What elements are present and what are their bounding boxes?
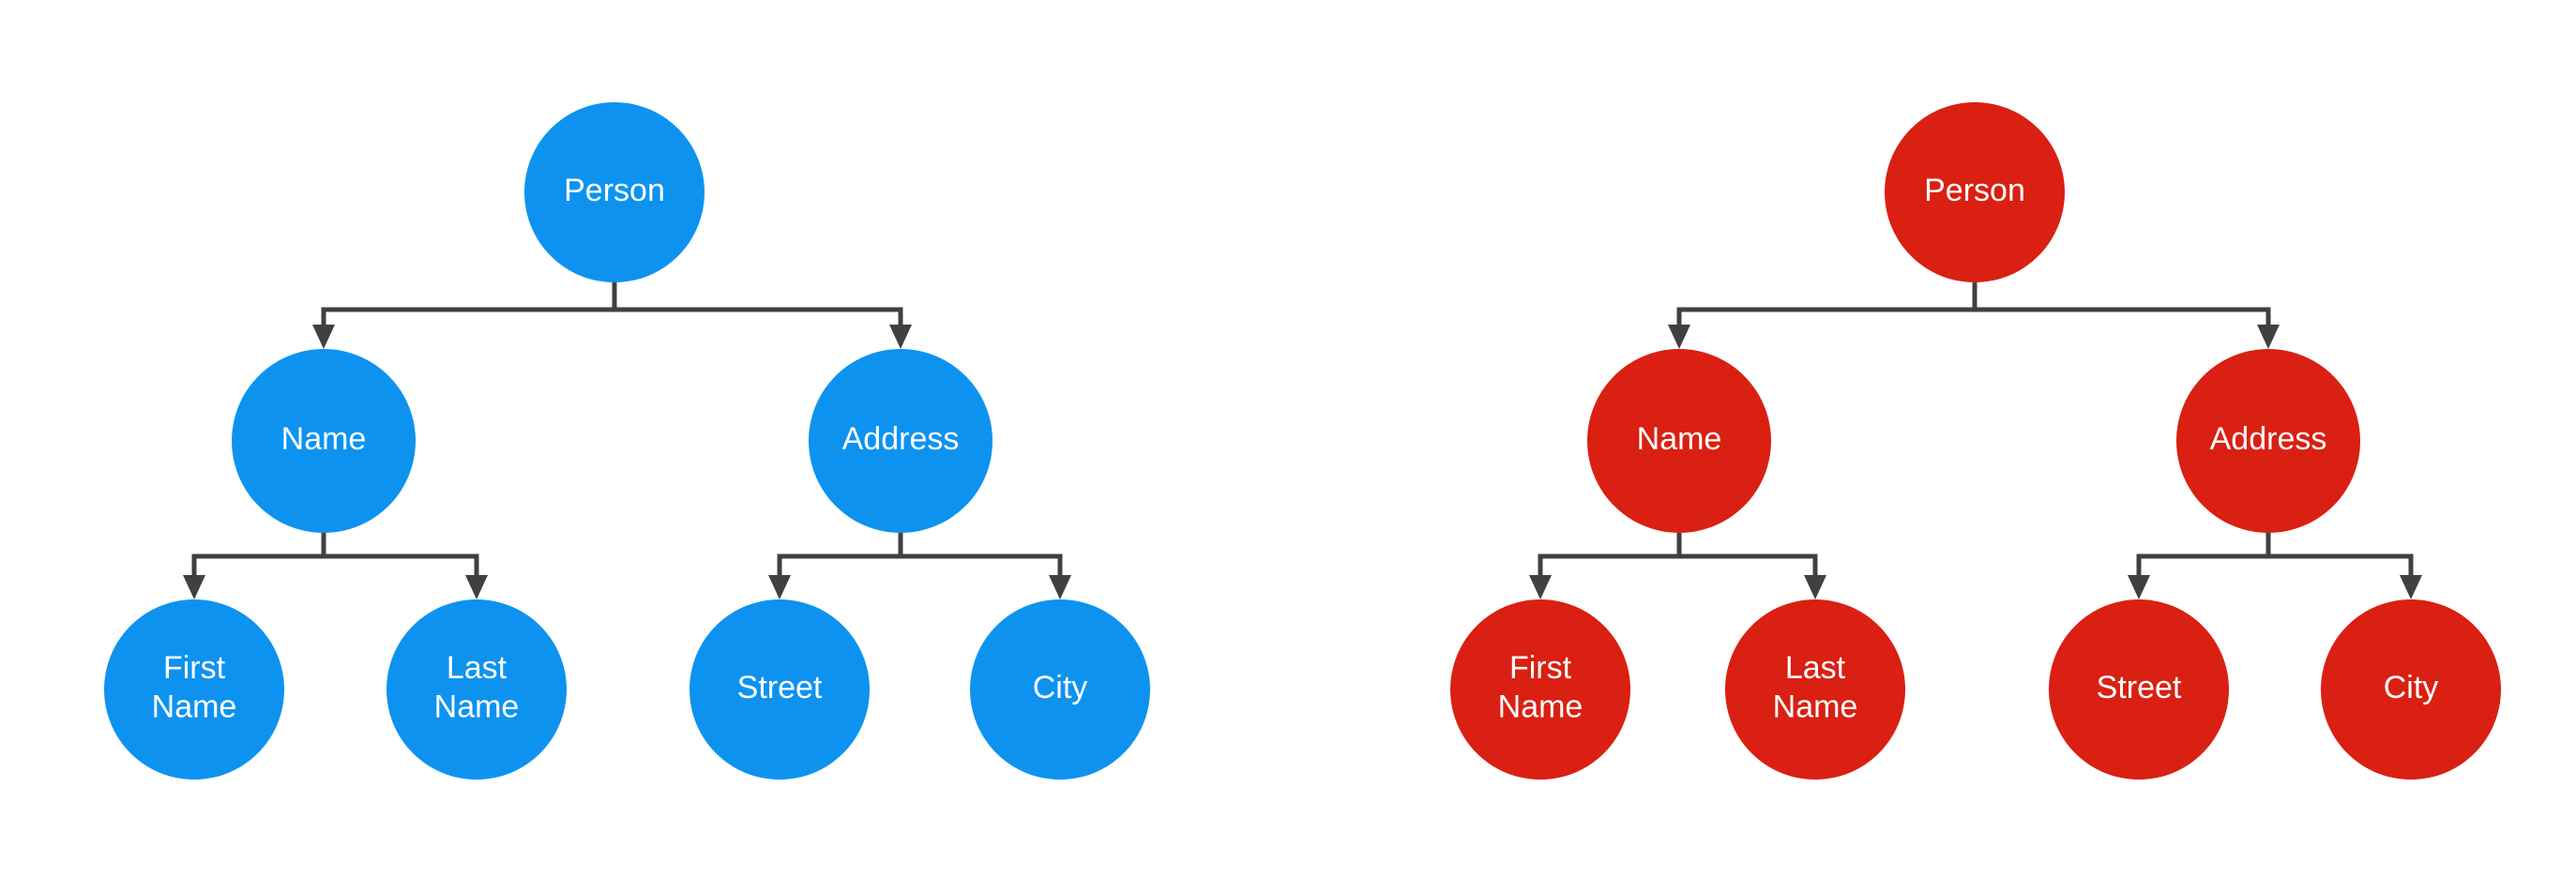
node-circle[interactable]: [524, 102, 705, 282]
tree-node-red-tree-city[interactable]: City: [2321, 599, 2501, 780]
connector-arrow: [1804, 556, 1826, 599]
node-label: First: [163, 650, 226, 686]
node-circle[interactable]: [1450, 599, 1630, 780]
node-label: City: [2384, 670, 2439, 705]
connector-arrow: [465, 556, 488, 599]
connector-red-tree-2: [2128, 533, 2422, 599]
connector-arrow: [2400, 556, 2422, 599]
arrowhead-icon: [2128, 575, 2150, 599]
node-label: Address: [842, 421, 960, 457]
arrowhead-icon: [2257, 325, 2280, 349]
node-label: Person: [1924, 173, 2025, 208]
edges-layer: [183, 282, 2422, 599]
connector-blue-tree-1: [183, 533, 488, 599]
node-circle[interactable]: [232, 349, 416, 533]
arrowhead-icon: [1668, 325, 1690, 349]
connector-arrow: [768, 556, 791, 599]
tree-node-blue-tree-address[interactable]: Address: [809, 349, 993, 533]
arrowhead-icon: [768, 575, 791, 599]
arrowhead-icon: [183, 575, 205, 599]
node-label: Street: [737, 670, 823, 705]
connector-arrow: [312, 310, 335, 349]
node-circle[interactable]: [2176, 349, 2360, 533]
connector-arrow: [2257, 310, 2280, 349]
connector-arrow: [1529, 556, 1552, 599]
node-label: Name: [152, 690, 237, 725]
connector-blue-tree-0: [312, 282, 912, 349]
node-label: Person: [564, 173, 665, 208]
tree-node-red-tree-street[interactable]: Street: [2049, 599, 2229, 780]
node-label: Name: [434, 690, 520, 725]
arrowhead-icon: [889, 325, 912, 349]
arrowhead-icon: [2400, 575, 2422, 599]
node-label: Last: [447, 650, 508, 686]
tree-node-blue-tree-name[interactable]: Name: [232, 349, 416, 533]
node-circle[interactable]: [1587, 349, 1771, 533]
connector-red-tree-1: [1529, 533, 1826, 599]
edge-group-blue-tree: [183, 282, 1071, 599]
node-label: Street: [2097, 670, 2182, 705]
node-circle[interactable]: [1885, 102, 2065, 282]
node-circle[interactable]: [689, 599, 870, 780]
connector-arrow: [1049, 556, 1071, 599]
node-circle[interactable]: [386, 599, 567, 780]
connector-arrow: [183, 556, 205, 599]
edge-group-red-tree: [1529, 282, 2422, 599]
arrowhead-icon: [465, 575, 488, 599]
arrowhead-icon: [1049, 575, 1071, 599]
tree-node-red-tree-person[interactable]: Person: [1885, 102, 2065, 282]
node-circle[interactable]: [2049, 599, 2229, 780]
node-circle[interactable]: [2321, 599, 2501, 780]
arrowhead-icon: [1529, 575, 1552, 599]
connector-blue-tree-2: [768, 533, 1071, 599]
arrowhead-icon: [312, 325, 335, 349]
tree-node-red-tree-name[interactable]: Name: [1587, 349, 1771, 533]
tree-node-blue-tree-city[interactable]: City: [970, 599, 1150, 780]
arrowhead-icon: [1804, 575, 1826, 599]
node-circle[interactable]: [809, 349, 993, 533]
node-circle[interactable]: [1725, 599, 1905, 780]
node-label: City: [1033, 670, 1088, 705]
node-label: Name: [1498, 690, 1583, 725]
connector-red-tree-0: [1668, 282, 2280, 349]
connector-arrow: [889, 310, 912, 349]
node-label: Last: [1785, 650, 1846, 686]
tree-node-blue-tree-person[interactable]: Person: [524, 102, 705, 282]
node-label: Name: [1773, 690, 1858, 725]
tree-node-red-tree-address[interactable]: Address: [2176, 349, 2360, 533]
tree-node-blue-tree-street[interactable]: Street: [689, 599, 870, 780]
node-label: First: [1509, 650, 1572, 686]
node-circle[interactable]: [970, 599, 1150, 780]
node-label: Name: [281, 421, 367, 457]
connector-arrow: [1668, 310, 1690, 349]
node-label: Address: [2210, 421, 2327, 457]
node-label: Name: [1637, 421, 1722, 457]
connector-arrow: [2128, 556, 2150, 599]
node-circle[interactable]: [104, 599, 284, 780]
